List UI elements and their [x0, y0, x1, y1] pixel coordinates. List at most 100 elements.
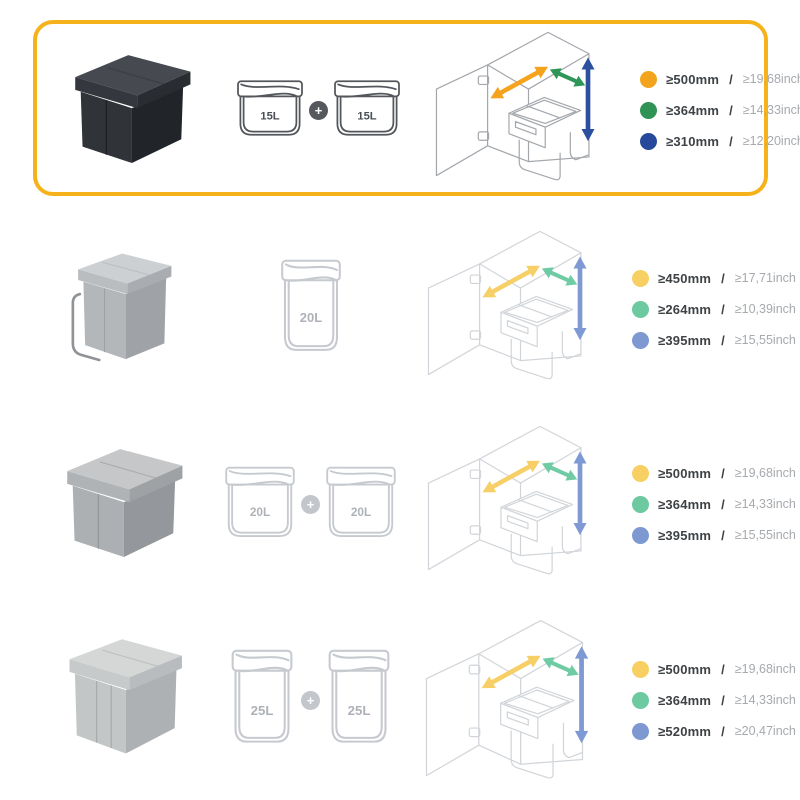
width-arrow — [482, 460, 541, 493]
mm-value: ≥310mm — [666, 133, 720, 149]
inch-value: ≥15,55inch — [734, 333, 796, 347]
spec-depth: ≥364mm/≥14,33inch — [632, 691, 796, 709]
container-capacity-cell: 25L + 25L — [213, 604, 408, 796]
bucket-15l-icon: 15L — [334, 80, 400, 136]
container-capacity-cell: 15L + 15L — [221, 24, 416, 196]
inch-value: ≥19,68inch — [742, 72, 800, 86]
product-photo-cell — [33, 214, 213, 404]
cabinet-dimensions-diagram — [425, 619, 589, 779]
cabinet-dimensions-diagram — [427, 230, 587, 380]
capacity-label: 25L — [348, 703, 371, 718]
spec-height: ≥520mm/≥20,47inch — [632, 722, 796, 740]
cabinet-line-drawing — [425, 619, 584, 779]
mm-value: ≥395mm — [658, 332, 712, 348]
capacity-label: 20L — [299, 310, 321, 325]
mm-value: ≥364mm — [666, 102, 720, 118]
inch-value: ≥20,47inch — [734, 724, 796, 738]
depth-dot-icon — [632, 691, 649, 709]
depth-dot-icon — [640, 101, 657, 119]
bucket-20l-icon: 20L — [326, 466, 396, 538]
height-dot-icon — [632, 722, 649, 740]
height-arrow — [573, 256, 587, 341]
mm-value: ≥364mm — [658, 692, 712, 708]
plus-icon: + — [309, 100, 328, 120]
spec-depth: ≥264mm/≥10,39inch — [632, 300, 796, 318]
spec-height: ≥395mm/≥15,55inch — [632, 331, 796, 349]
bucket-25l-icon: 25L — [328, 649, 390, 743]
inch-value: ≥19,68inch — [734, 466, 796, 480]
cabinet-diagram-cell — [408, 214, 620, 404]
depth-arrow — [549, 68, 586, 87]
depth-dot-icon — [632, 300, 649, 318]
dimension-specs: ≥500mm/≥19,68inch ≥364mm/≥14,33inch ≥310… — [628, 24, 800, 196]
width-dot-icon — [632, 464, 649, 482]
width-arrow — [490, 66, 549, 99]
spec-width: ≥500mm/≥19,68inch — [640, 70, 800, 88]
cabinet-dimensions-diagram — [435, 31, 595, 181]
mm-value: ≥500mm — [658, 661, 712, 677]
spec-width: ≥450mm/≥17,71inch — [632, 269, 796, 287]
product-photo-cell — [33, 408, 213, 600]
inch-value: ≥17,71inch — [734, 271, 796, 285]
mm-value: ≥450mm — [658, 270, 712, 286]
cabinet-diagram-cell — [416, 24, 628, 196]
mm-value: ≥364mm — [658, 496, 712, 512]
bucket-15l-icon: 15L — [237, 80, 303, 136]
mm-value: ≥520mm — [658, 723, 712, 739]
spec-width: ≥500mm/≥19,68inch — [632, 464, 796, 482]
cabinet-line-drawing — [435, 31, 590, 181]
spec-height: ≥395mm/≥15,55inch — [632, 526, 796, 544]
spec-depth: ≥364mm/≥14,33inch — [640, 101, 800, 119]
spec-width: ≥500mm/≥19,68inch — [632, 660, 796, 678]
inch-value: ≥14,33inch — [734, 497, 796, 511]
inch-value: ≥14,33inch — [742, 103, 800, 117]
dimension-specs: ≥500mm/≥19,68inch ≥364mm/≥14,33inch ≥395… — [620, 408, 796, 600]
width-arrow — [481, 655, 541, 689]
width-arrow — [482, 265, 541, 298]
cabinet-diagram-cell — [408, 604, 620, 796]
product-option-row-3[interactable]: 20L + 20L — [33, 408, 796, 600]
height-dot-icon — [632, 331, 649, 349]
cabinet-dimensions-diagram — [427, 425, 587, 575]
light-gray-double-waste-bin-image — [69, 639, 182, 754]
capacity-label: 15L — [260, 111, 279, 123]
height-arrow — [581, 57, 595, 142]
product-photo-cell — [41, 24, 221, 196]
width-dot-icon — [632, 660, 649, 678]
mm-value: ≥500mm — [658, 465, 712, 481]
width-dot-icon — [632, 269, 649, 287]
bucket-25l-icon: 25L — [231, 649, 293, 743]
product-option-row-4[interactable]: 25L + 25L — [33, 604, 796, 796]
mm-value: ≥264mm — [658, 301, 712, 317]
mm-value: ≥395mm — [658, 527, 712, 543]
capacity-label: 25L — [251, 703, 274, 718]
width-dot-icon — [640, 70, 657, 88]
spec-depth: ≥364mm/≥14,33inch — [632, 495, 796, 513]
dimension-specs: ≥450mm/≥17,71inch ≥264mm/≥10,39inch ≥395… — [620, 214, 796, 404]
product-photo-cell — [33, 604, 213, 796]
gray-double-waste-bin-image — [67, 449, 183, 558]
inch-value: ≥14,33inch — [734, 693, 796, 707]
inch-value: ≥12,20inch — [742, 134, 800, 148]
height-arrow — [574, 646, 589, 744]
bucket-20l-icon: 20L — [225, 466, 295, 538]
inch-value: ≥10,39inch — [734, 302, 796, 316]
depth-arrow — [542, 657, 579, 677]
capacity-label: 15L — [357, 111, 376, 123]
depth-dot-icon — [632, 495, 649, 513]
cabinet-line-drawing — [427, 425, 582, 575]
cabinet-diagram-cell — [408, 408, 620, 600]
gray-single-waste-bin-image — [71, 253, 172, 362]
product-option-row-2[interactable]: 20L ≥450mm/≥17,71inch — [33, 214, 796, 404]
capacity-label: 20L — [250, 505, 270, 519]
anthracite-double-waste-bin-image — [75, 55, 191, 164]
container-capacity-cell: 20L + 20L — [213, 408, 408, 600]
plus-icon: + — [301, 690, 320, 710]
height-dot-icon — [632, 526, 649, 544]
cabinet-line-drawing — [427, 230, 582, 380]
mm-value: ≥500mm — [666, 71, 720, 87]
height-arrow — [573, 451, 587, 536]
plus-icon: + — [301, 494, 320, 514]
product-option-row-1[interactable]: 15L + 15L — [33, 20, 800, 196]
bucket-20l-icon: 20L — [280, 259, 341, 351]
